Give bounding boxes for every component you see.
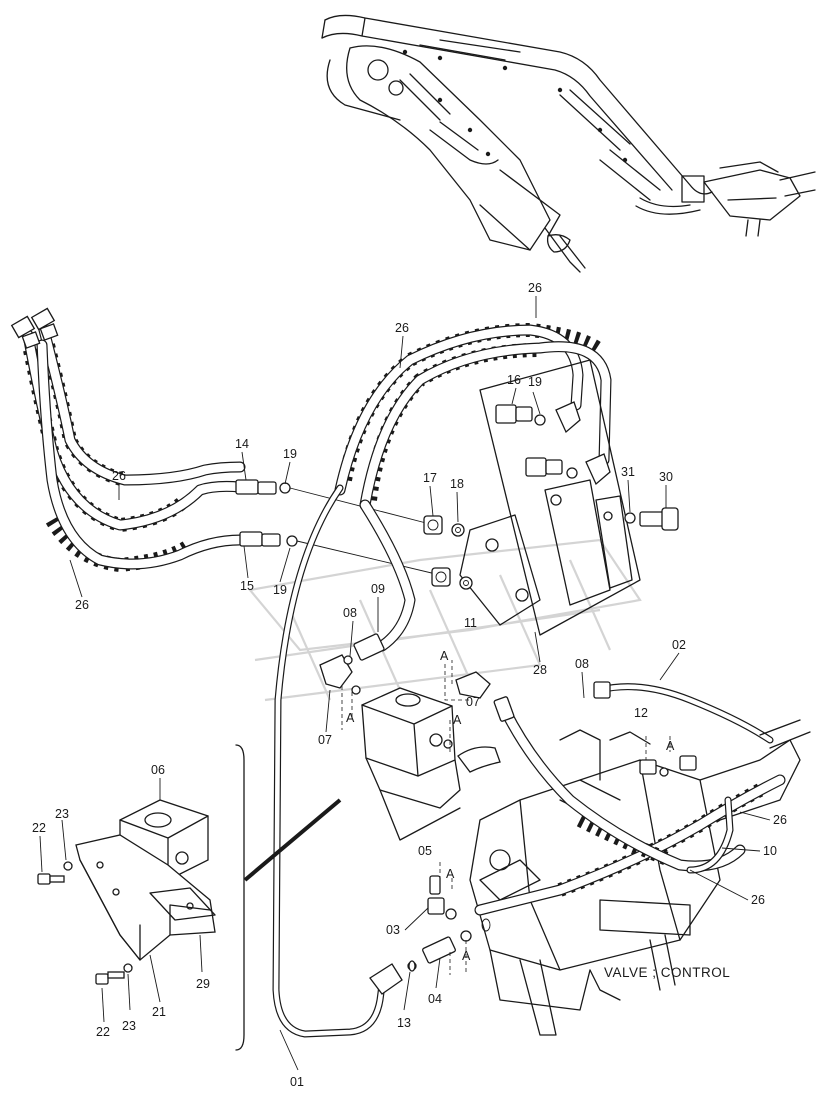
part-label-23: 23 [55, 807, 69, 821]
oring-13 [408, 960, 416, 972]
part-label-15: 15 [240, 579, 254, 593]
detail-marker-a: A [440, 649, 449, 663]
washer-18 [451, 523, 473, 590]
part-label-14: 14 [235, 437, 249, 451]
part-label-06: 06 [151, 763, 165, 777]
fitting-04 [422, 918, 491, 964]
part-label-26: 26 [75, 598, 89, 612]
part-label-23: 23 [122, 1019, 136, 1033]
part-label-07: 07 [318, 733, 332, 747]
part-label-26: 26 [112, 469, 126, 483]
leader-lines [39, 296, 771, 1071]
valve-control-caption: VALVE ; CONTROL [604, 965, 730, 980]
part-label-22: 22 [96, 1025, 110, 1039]
detail-marker-a: A [666, 739, 675, 753]
part-label-31: 31 [621, 465, 635, 479]
part-label-28: 28 [533, 663, 547, 677]
part-label-19: 19 [283, 447, 297, 461]
part-label-04: 04 [428, 992, 442, 1006]
pipe-10 [686, 796, 734, 874]
part-label-22: 22 [32, 821, 46, 835]
fitting-05 [429, 875, 441, 895]
fitting-03 [427, 897, 457, 920]
part-label-08: 08 [343, 606, 357, 620]
fitting-14 [235, 479, 291, 495]
detail-markers: A A A A A A [346, 649, 675, 963]
part-label-07: 07 [466, 695, 480, 709]
part-label-19: 19 [273, 583, 287, 597]
part-labels: 26 26 16 19 14 19 26 17 18 31 30 15 19 2… [32, 281, 787, 1089]
fitting-lower-right [525, 453, 611, 486]
part-label-05: 05 [418, 844, 432, 858]
detail-marker-a: A [446, 867, 455, 881]
valve-block [361, 687, 461, 841]
fitting-15 [239, 531, 298, 547]
part-label-02: 02 [672, 638, 686, 652]
part-label-30: 30 [659, 470, 673, 484]
detail-marker-a: A [453, 713, 462, 727]
part-label-08: 08 [575, 657, 589, 671]
part-label-19: 19 [528, 375, 542, 389]
bracket-28 [459, 359, 641, 636]
hose-pair-upper [334, 322, 612, 652]
watermark [247, 538, 642, 702]
part-label-17: 17 [423, 471, 437, 485]
fitting-16 [495, 401, 581, 434]
part-label-26: 26 [773, 813, 787, 827]
control-valve-bank [469, 729, 801, 1036]
hose-pair-left [10, 307, 246, 573]
part-label-26: 26 [395, 321, 409, 335]
elbow-07-left [319, 654, 361, 695]
fitting-12 [639, 755, 697, 777]
excavator-arm-illustration [321, 14, 816, 273]
elbow-11 [455, 671, 491, 699]
part-label-12: 12 [634, 706, 648, 720]
part-label-16: 16 [507, 373, 521, 387]
part-label-01: 01 [290, 1075, 304, 1089]
part-label-18: 18 [450, 477, 464, 491]
detail-a-guides [341, 660, 671, 975]
bolt-30 [624, 507, 679, 531]
pipe-02 [593, 681, 811, 749]
part-label-21: 21 [152, 1005, 166, 1019]
part-label-09: 09 [371, 582, 385, 596]
part-label-26: 26 [528, 281, 542, 295]
fitting-09 [353, 633, 385, 661]
pipe-01 [272, 484, 417, 1038]
detail-marker-a: A [346, 711, 355, 725]
detail-marker-a: A [462, 949, 471, 963]
nut-17 [423, 515, 451, 587]
inset-bracket-assembly [37, 744, 245, 1051]
part-label-03: 03 [386, 923, 400, 937]
part-label-29: 29 [196, 977, 210, 991]
part-label-10: 10 [763, 844, 777, 858]
part-label-13: 13 [397, 1016, 411, 1030]
part-label-26: 26 [751, 893, 765, 907]
part-label-11: 11 [464, 616, 477, 630]
hose-valve-bank [474, 696, 786, 916]
divider [243, 798, 342, 882]
